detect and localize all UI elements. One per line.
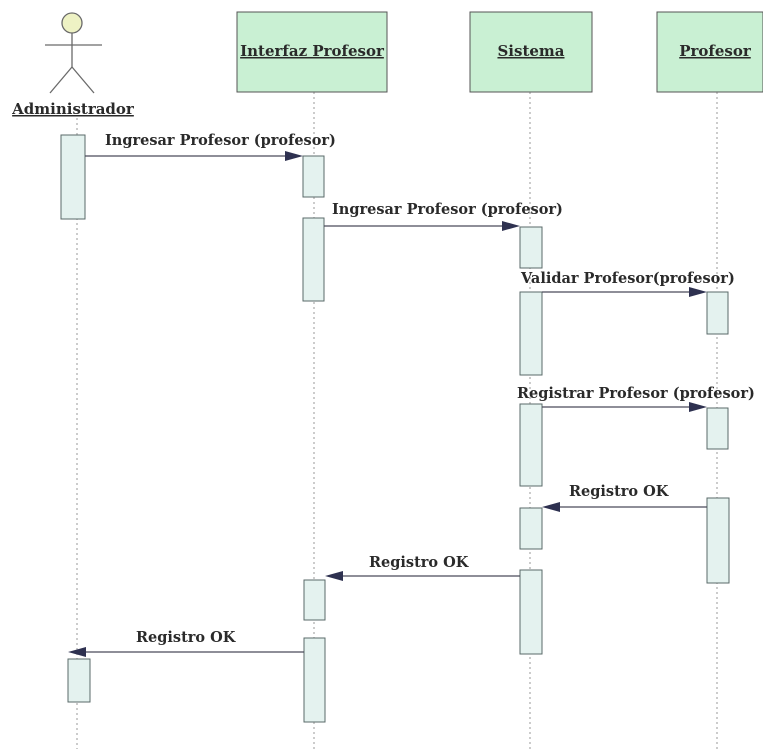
arrow-head-icon [68, 647, 86, 657]
message-registro-ok-3: Registro OK [68, 629, 304, 657]
message-label: Registrar Profesor (profesor) [517, 385, 755, 402]
activation-bar [303, 579, 326, 621]
object-sistema: Sistema [469, 11, 593, 93]
activation-bar [519, 507, 543, 550]
message-validar-profesor: Validar Profesor(profesor) [520, 270, 735, 297]
message-label: Ingresar Profesor (profesor) [105, 132, 336, 149]
activation-bar [519, 291, 543, 376]
object-label: Profesor [679, 42, 752, 60]
actor-administrador: Administrador [11, 12, 135, 118]
object-interfaz-profesor: Interfaz Profesor [236, 11, 388, 93]
actor-head-icon [61, 12, 83, 34]
activation-bar [706, 291, 729, 335]
message-label: Registro OK [569, 483, 670, 500]
activation-bar [60, 134, 86, 220]
actor-label: Administrador [11, 100, 135, 118]
arrow-head-icon [285, 151, 303, 161]
activation-bar [302, 217, 325, 302]
message-registro-ok-2: Registro OK [325, 554, 520, 581]
arrow-head-icon [689, 287, 707, 297]
activation-bar [519, 403, 543, 487]
activation-bar [303, 637, 326, 723]
message-ingresar-profesor-1: Ingresar Profesor (profesor) [85, 132, 336, 161]
message-label: Ingresar Profesor (profesor) [332, 201, 563, 218]
object-box [656, 11, 763, 93]
message-label: Validar Profesor(profesor) [520, 270, 735, 287]
message-registrar-profesor: Registrar Profesor (profesor) [517, 385, 755, 412]
message-label: Registro OK [136, 629, 237, 646]
message-ingresar-profesor-2: Ingresar Profesor (profesor) [324, 201, 563, 231]
arrow-head-icon [689, 402, 707, 412]
object-box [236, 11, 388, 93]
activation-bar [706, 497, 730, 584]
actor-left-leg-icon [49, 66, 73, 94]
activation-bar [706, 407, 729, 450]
activation-bar [519, 226, 543, 269]
activation-bar [67, 658, 91, 703]
object-profesor: Profesor [656, 11, 763, 93]
actor-right-leg-icon [71, 66, 95, 94]
object-box [469, 11, 593, 93]
arrow-head-icon [502, 221, 520, 231]
message-registro-ok-1: Registro OK [542, 483, 707, 512]
arrow-head-icon [325, 571, 343, 581]
arrow-head-icon [542, 502, 560, 512]
object-label: Sistema [497, 42, 564, 60]
activation-bar [302, 155, 325, 198]
activation-bar [519, 569, 543, 655]
object-label: Interfaz Profesor [240, 42, 385, 60]
message-label: Registro OK [369, 554, 470, 571]
